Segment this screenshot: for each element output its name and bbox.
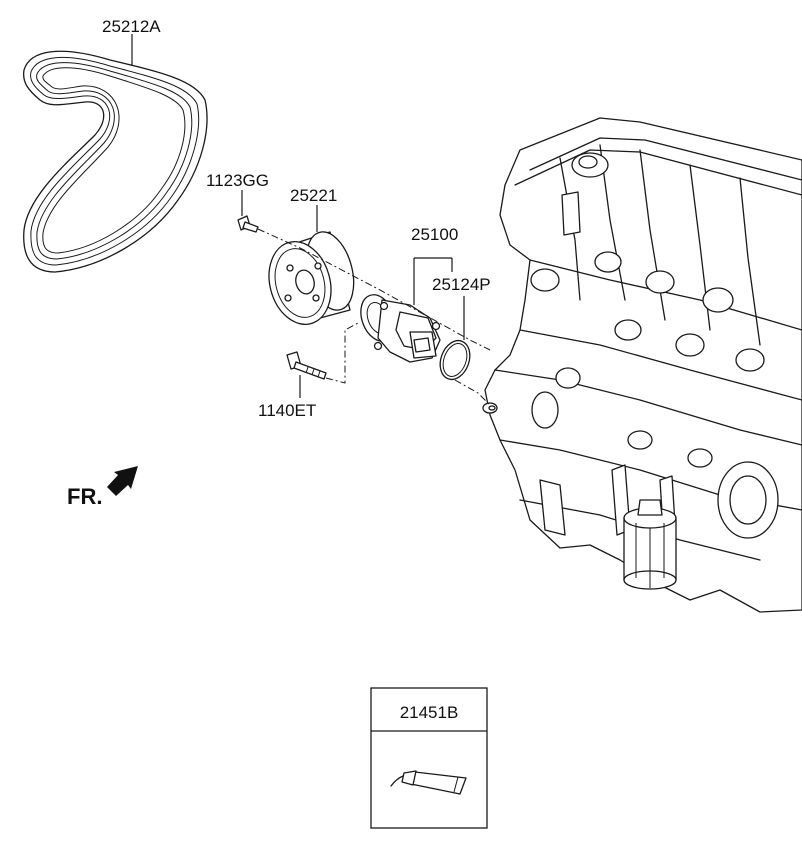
label-belt: 25212A — [102, 17, 161, 36]
alignment-lines — [257, 228, 491, 406]
label-water-pump: 25100 — [411, 225, 458, 244]
pulley — [268, 231, 355, 325]
gasket-o-ring — [439, 339, 471, 381]
label-small-bolt: 1123GG — [206, 171, 269, 190]
front-arrow-icon — [107, 466, 138, 496]
sealant-part-box: 21451B — [370, 687, 488, 829]
sealant-tube-icon — [390, 770, 467, 795]
label-sealant: 21451B — [400, 703, 459, 722]
small-bolt — [237, 215, 259, 233]
water-pump — [360, 294, 441, 363]
engine-block-illustration — [482, 117, 802, 613]
front-direction-indicator: FR. — [67, 466, 138, 509]
drive-belt — [22, 50, 208, 273]
label-gasket: 25124P — [432, 275, 491, 294]
label-pulley: 25221 — [290, 186, 337, 205]
long-bolt — [286, 351, 327, 380]
leader-lines — [131, 34, 465, 398]
label-long-bolt: 1140ET — [258, 401, 316, 420]
front-label: FR. — [67, 484, 102, 509]
